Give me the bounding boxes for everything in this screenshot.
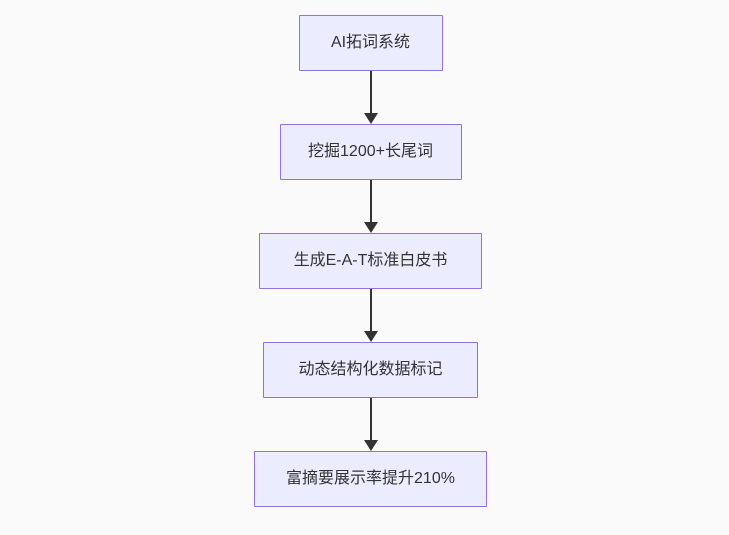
- node-label: 生成E-A-T标准白皮书: [293, 252, 448, 269]
- node-label: 富摘要展示率提升210%: [286, 470, 455, 487]
- arrow-line: [369, 289, 372, 331]
- arrow-line: [369, 71, 372, 113]
- arrowhead-down-icon: [363, 440, 378, 451]
- arrowhead-down-icon: [363, 222, 378, 233]
- flowchart-node-structured-data-markup: 动态结构化数据标记: [263, 342, 478, 398]
- edge-n1-n2: [363, 71, 378, 124]
- flowchart-node-longtail-keywords: 挖掘1200+长尾词: [279, 124, 462, 180]
- edge-n3-n4: [363, 289, 378, 342]
- node-label: 挖掘1200+长尾词: [308, 143, 433, 160]
- edge-n4-n5: [363, 398, 378, 451]
- arrowhead-down-icon: [363, 331, 378, 342]
- flowchart-node-ai-word-expansion-system: AI拓词系统: [298, 15, 443, 71]
- arrow-line: [369, 398, 372, 440]
- node-label: AI拓词系统: [330, 34, 411, 51]
- arrow-line: [369, 180, 372, 222]
- arrowhead-down-icon: [363, 113, 378, 124]
- flowchart-canvas: AI拓词系统 挖掘1200+长尾词 生成E-A-T标准白皮书 动态结构化数据标记…: [6, 0, 729, 535]
- edge-n2-n3: [363, 180, 378, 233]
- flowchart-node-rich-snippet-rate: 富摘要展示率提升210%: [254, 451, 487, 507]
- node-label: 动态结构化数据标记: [298, 361, 443, 378]
- flowchart-node-eat-whitepaper: 生成E-A-T标准白皮书: [259, 233, 482, 289]
